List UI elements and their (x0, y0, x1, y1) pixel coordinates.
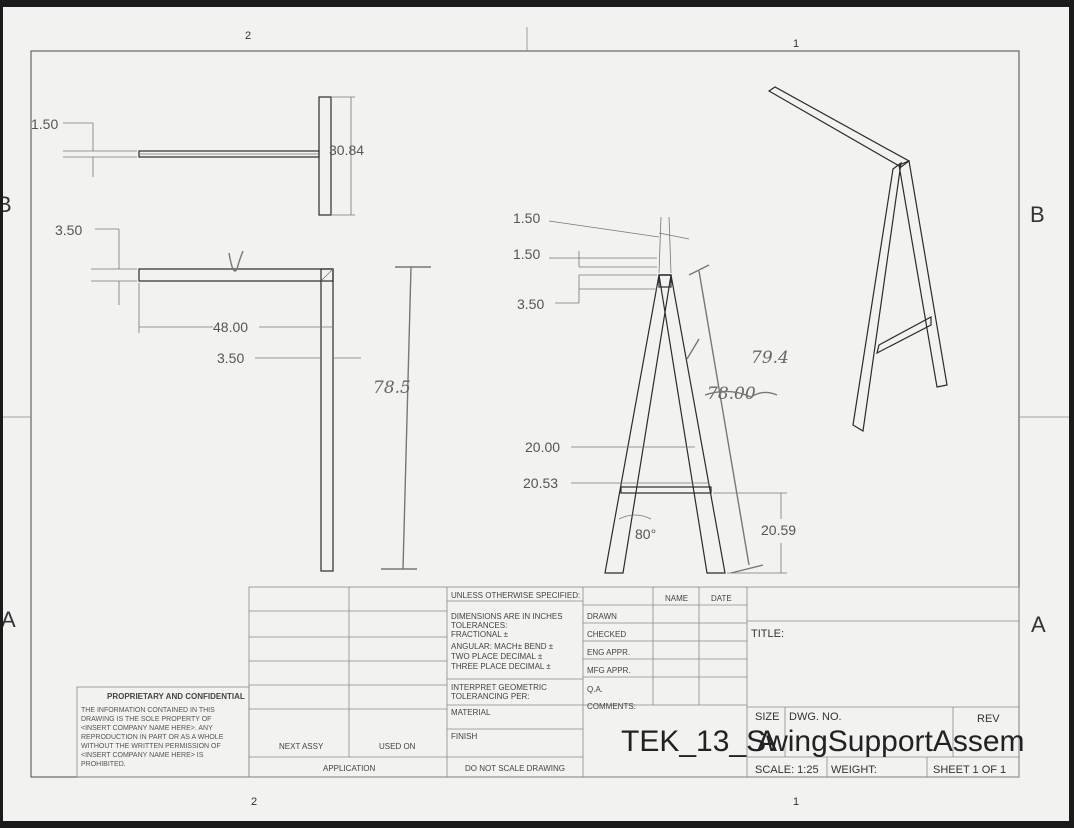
dim-side-top-3: 3.50 (517, 296, 544, 312)
proprietary-title: PROPRIETARY AND CONFIDENTIAL (107, 692, 245, 701)
front-view-corner (320, 268, 334, 282)
dim-front-leg: 3.50 (217, 350, 244, 366)
dim-front-thickness: 3.50 (55, 222, 82, 238)
side-view-top-block (658, 274, 672, 288)
title-label: TITLE: (751, 628, 784, 640)
pencil-arrow (686, 338, 700, 360)
tolerance-line: FRACTIONAL ± (451, 630, 509, 639)
proprietary-line: DRAWING IS THE SOLE PROPERTY OF (81, 716, 211, 723)
dwg-no-label: DWG. NO. (789, 711, 842, 723)
interpret-line: INTERPRET GEOMETRIC (451, 683, 547, 692)
size-value: A (757, 725, 777, 758)
zone-b-left: B (3, 192, 12, 217)
qa-label: Q.A. (587, 685, 603, 694)
pencil-dim-line (698, 270, 750, 566)
zone-col-2-bottom: 2 (251, 796, 257, 808)
drawing-sheet: 2 1 B B A A 2 1 1.50 30.84 3.50 48.00 (3, 7, 1069, 821)
dim-top-thickness: 1.50 (31, 116, 58, 132)
tolerance-line: ANGULAR: MACH± BEND ± (451, 642, 554, 651)
proprietary-line: WITHOUT THE WRITTEN PERMISSION OF (81, 743, 221, 750)
dim-side-base-width: 20.53 (523, 475, 558, 491)
tolerance-line: DIMENSIONS ARE IN INCHES (451, 612, 563, 621)
zone-col-2-top: 2 (245, 30, 251, 42)
size-label: SIZE (755, 711, 779, 723)
iso-front-leg (852, 161, 902, 432)
side-view-ext-line (658, 216, 662, 274)
name-column-header: NAME (665, 594, 688, 603)
handwritten-struck: 78.00 (707, 384, 756, 404)
title-block-frame (248, 586, 1020, 778)
proprietary-line: PROHIBITED. (81, 761, 126, 768)
tolerance-line: TWO PLACE DECIMAL ± (451, 652, 543, 661)
dim-side-brace-width: 20.00 (525, 439, 560, 455)
isometric-view (767, 86, 948, 432)
material-label: MATERIAL (451, 708, 491, 717)
pencil-checkmark (228, 250, 244, 272)
dim-side-top-1: 1.50 (513, 210, 540, 226)
iso-brace (876, 315, 932, 355)
tolerance-line: THREE PLACE DECIMAL ± (451, 662, 551, 671)
eng-appr-label: ENG APPR. (587, 648, 630, 657)
handwritten-height: 78.5 (373, 378, 411, 398)
unless-specified: UNLESS OTHERWISE SPECIFIED: (451, 591, 580, 600)
date-column-header: DATE (711, 594, 732, 603)
front-view-post (320, 268, 334, 572)
iso-rear-leg (898, 160, 948, 388)
dim-side-top-2: 1.50 (513, 246, 540, 262)
top-view: 1.50 30.84 (31, 96, 364, 216)
application-label: APPLICATION (323, 764, 376, 773)
side-view-leader (548, 220, 660, 238)
pencil-ext-top (688, 264, 710, 276)
dim-top-length: 30.84 (329, 142, 364, 158)
drawing-number: TEK_13_SwingSupportAssem (621, 725, 1025, 758)
pencil-strike (704, 390, 778, 398)
side-view-brace (620, 486, 712, 494)
zone-col-1-bottom: 1 (793, 796, 799, 808)
tolerance-line: TOLERANCES: (451, 621, 507, 630)
side-view-dim-line (658, 232, 690, 240)
zone-b-right: B (1030, 202, 1045, 227)
pencil-ext-bottom (730, 564, 764, 574)
rev-label: REV (977, 713, 1000, 725)
zone-col-1-top: 1 (793, 38, 799, 50)
proprietary-line: REPRODUCTION IN PART OR AS A WHOLE (81, 734, 224, 741)
top-view-crossbar (318, 96, 332, 216)
dim-side-brace-height: 20.59 (761, 522, 796, 538)
used-on-label: USED ON (379, 742, 416, 751)
proprietary-line: <INSERT COMPANY NAME HERE>. ANY (81, 725, 213, 732)
drawn-label: DRAWN (587, 612, 617, 621)
scale-label: SCALE: 1:25 (755, 764, 819, 776)
comments-label: COMMENTS: (587, 702, 636, 711)
title-block: PROPRIETARY AND CONFIDENTIAL THE INFORMA… (76, 586, 1025, 778)
weight-label: WEIGHT: (831, 764, 877, 776)
side-view: 1.50 1.50 3.50 20.00 20.53 20.59 80° 79.… (513, 210, 796, 574)
interpret-line: TOLERANCING PER: (451, 692, 530, 701)
zone-a-right: A (1031, 612, 1046, 637)
do-not-scale-label: DO NOT SCALE DRAWING (465, 764, 565, 773)
side-view-ext-line (668, 216, 672, 274)
side-view-angle-arc (618, 514, 652, 520)
next-assy-label: NEXT ASSY (279, 742, 324, 751)
checked-label: CHECKED (587, 630, 626, 639)
proprietary-line: <INSERT COMPANY NAME HERE> IS (81, 752, 204, 759)
sheet-label: SHEET 1 OF 1 (933, 764, 1006, 776)
side-view-right-leg (658, 274, 726, 574)
handwritten-length: 79.4 (751, 348, 789, 368)
proprietary-line: THE INFORMATION CONTAINED IN THIS (81, 707, 215, 714)
front-view: 3.50 48.00 3.50 78.5 (55, 222, 431, 572)
drawing-canvas: 2 1 B B A A 2 1 1.50 30.84 3.50 48.00 (3, 27, 1069, 808)
pencil-dim-line (402, 266, 412, 570)
iso-top-beam (767, 86, 911, 168)
dim-side-angle: 80° (635, 526, 656, 542)
mfg-appr-label: MFG APPR. (587, 666, 631, 675)
proprietary-box (76, 686, 250, 778)
finish-label: FINISH (451, 732, 477, 741)
zone-a-left: A (3, 607, 16, 632)
dim-front-span: 48.00 (213, 319, 248, 335)
